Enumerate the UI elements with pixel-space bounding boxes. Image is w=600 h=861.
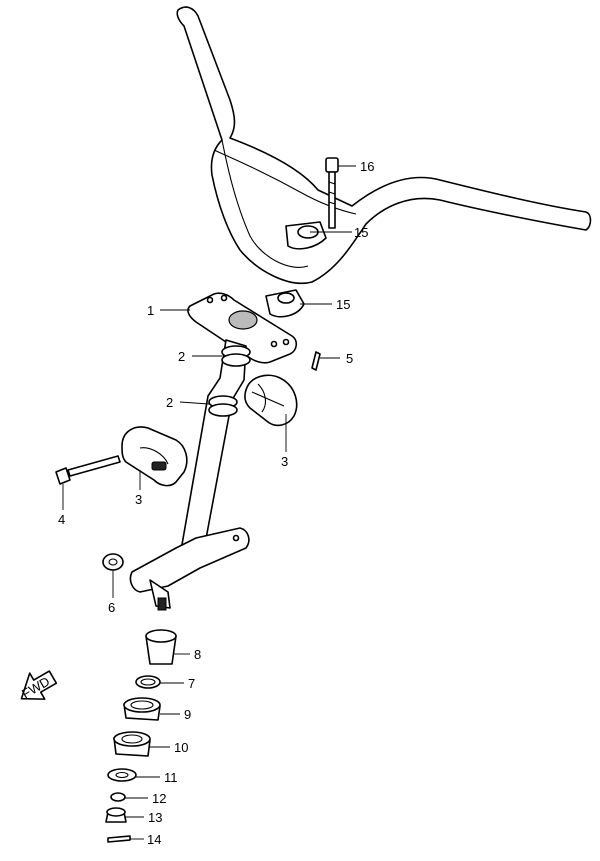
handlebar (176, 6, 592, 284)
handlebar-upper-clamp-bottom (265, 289, 305, 318)
steering-upper-bracket (187, 292, 298, 364)
callout-4: 4 (58, 512, 65, 527)
callout-15-upper: 15 (354, 225, 368, 240)
callout-3-left: 3 (135, 492, 142, 507)
callout-2-upper: 2 (178, 349, 185, 364)
oil-seal (123, 697, 161, 721)
washer (107, 768, 137, 782)
cotter-pin (311, 351, 321, 371)
shaft-holder-right (244, 374, 298, 427)
callout-5: 5 (346, 351, 353, 366)
callout-14: 14 (147, 832, 161, 847)
o-ring (135, 675, 161, 689)
callout-9: 9 (184, 707, 191, 722)
callout-15-lower: 15 (336, 297, 350, 312)
callout-3-right: 3 (281, 454, 288, 469)
leader-lines (62, 165, 356, 840)
steering-lower-bracket (129, 527, 250, 611)
steering-bushing (145, 629, 177, 665)
callout-12: 12 (152, 791, 166, 806)
callout-8: 8 (194, 647, 201, 662)
callout-11: 11 (164, 770, 178, 785)
callout-7: 7 (188, 676, 195, 691)
callout-labels: 1 2 2 3 3 4 5 6 7 8 9 10 11 12 13 14 15 … (58, 159, 374, 847)
shaft-holder-left (121, 426, 188, 487)
callout-6: 6 (108, 600, 115, 615)
callout-2-lower: 2 (166, 395, 173, 410)
bush (102, 553, 124, 571)
handlebar-clamp-bolt (325, 157, 339, 229)
callout-13: 13 (148, 810, 162, 825)
callout-10: 10 (174, 740, 188, 755)
shaft-holder-bolt (55, 455, 121, 485)
steering-bearing (113, 731, 151, 757)
callout-16: 16 (360, 159, 374, 174)
fwd-arrow-icon: FWD (19, 670, 58, 701)
nut (105, 807, 127, 823)
callout-1: 1 (147, 303, 154, 318)
small-washer (110, 792, 126, 802)
cotter-pin-lower (107, 835, 131, 843)
steering-shaft (179, 339, 251, 561)
